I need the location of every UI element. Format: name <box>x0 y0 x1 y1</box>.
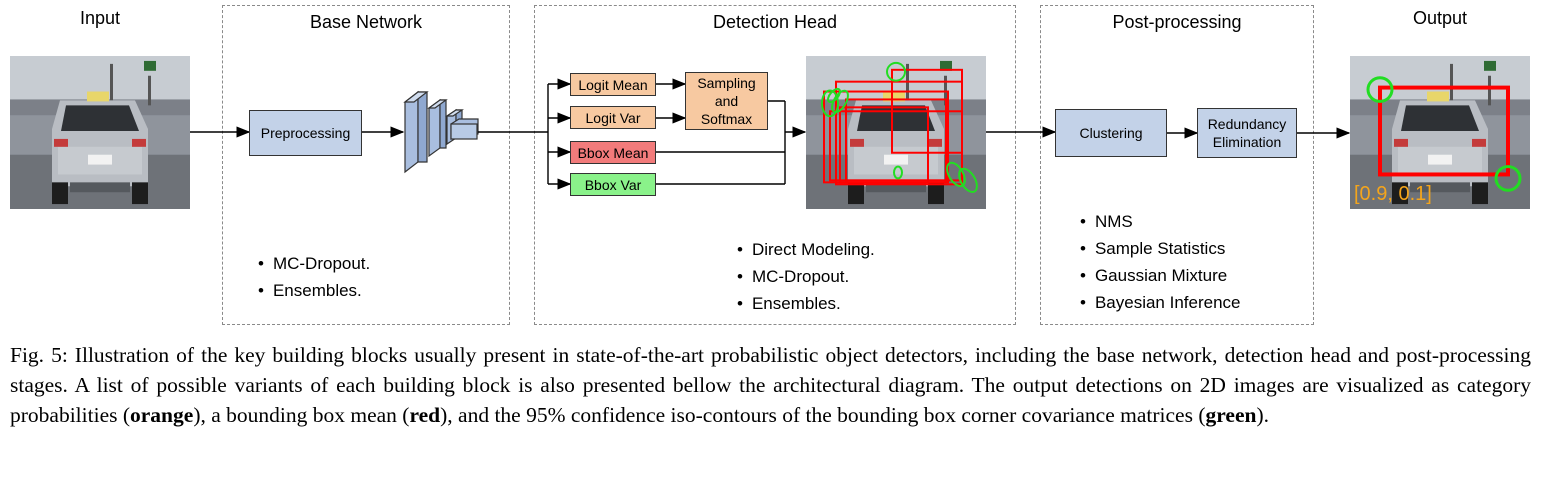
caption-text-2: ), a bounding box mean ( <box>193 403 410 427</box>
caption-red: red <box>409 403 441 427</box>
sampling-softmax-block: Sampling and Softmax <box>685 72 768 130</box>
output-image <box>1350 56 1530 209</box>
caption-green: green <box>1205 403 1257 427</box>
input-title: Input <box>79 8 121 28</box>
variant-item: Sample Statistics <box>1080 235 1241 262</box>
variant-item: NMS <box>1080 208 1241 235</box>
variant-item: Direct Modeling. <box>737 236 875 263</box>
sampling-label-line1: Sampling <box>697 75 756 91</box>
figure-caption: Fig. 5: Illustration of the key building… <box>10 340 1531 430</box>
caption-text-1: Fig. 5: Illustration of the key building… <box>10 343 1531 427</box>
logit-mean-block: Logit Mean <box>570 73 656 96</box>
preprocessing-block: Preprocessing <box>249 110 362 156</box>
detection-head-title: Detection Head <box>712 12 838 32</box>
variant-item: Bayesian Inference <box>1080 289 1241 316</box>
caption-text-4: ). <box>1256 403 1269 427</box>
redundancy-elimination-block: Redundancy Elimination <box>1197 108 1297 158</box>
redundancy-label-line1: Redundancy <box>1207 116 1287 132</box>
base-network-variants: MC-Dropout. Ensembles. <box>258 250 370 304</box>
logit-var-block: Logit Var <box>570 106 656 129</box>
input-image <box>10 56 190 209</box>
post-processing-stage <box>1040 5 1314 325</box>
variant-item: Ensembles. <box>737 290 875 317</box>
sampling-label-line2: and <box>714 93 739 109</box>
post-processing-title: Post-processing <box>1112 12 1242 32</box>
variant-item: Ensembles. <box>258 277 370 304</box>
caption-orange: orange <box>130 403 194 427</box>
bbox-var-block: Bbox Var <box>570 173 656 196</box>
post-processing-variants: NMS Sample Statistics Gaussian Mixture B… <box>1080 208 1241 316</box>
variant-item: MC-Dropout. <box>737 263 875 290</box>
redundancy-label-line2: Elimination <box>1212 134 1282 150</box>
clustering-block: Clustering <box>1055 109 1167 157</box>
output-probability-label: [0.9, 0.1] <box>1354 183 1432 205</box>
base-network-stage <box>222 5 510 325</box>
cnn-layers-icon <box>403 90 479 174</box>
bbox-mean-block: Bbox Mean <box>570 141 656 164</box>
variant-item: Gaussian Mixture <box>1080 262 1241 289</box>
base-network-title: Base Network <box>309 12 423 32</box>
output-title: Output <box>1412 8 1468 28</box>
detection-head-variants: Direct Modeling. MC-Dropout. Ensembles. <box>737 236 875 317</box>
sampling-label-line3: Softmax <box>700 111 753 127</box>
detection-head-stage <box>534 5 1016 325</box>
diagram-graphics <box>10 56 1530 209</box>
detection-image <box>806 56 986 209</box>
caption-text-3: ), and the 95% confidence iso-contours o… <box>440 403 1206 427</box>
variant-item: MC-Dropout. <box>258 250 370 277</box>
